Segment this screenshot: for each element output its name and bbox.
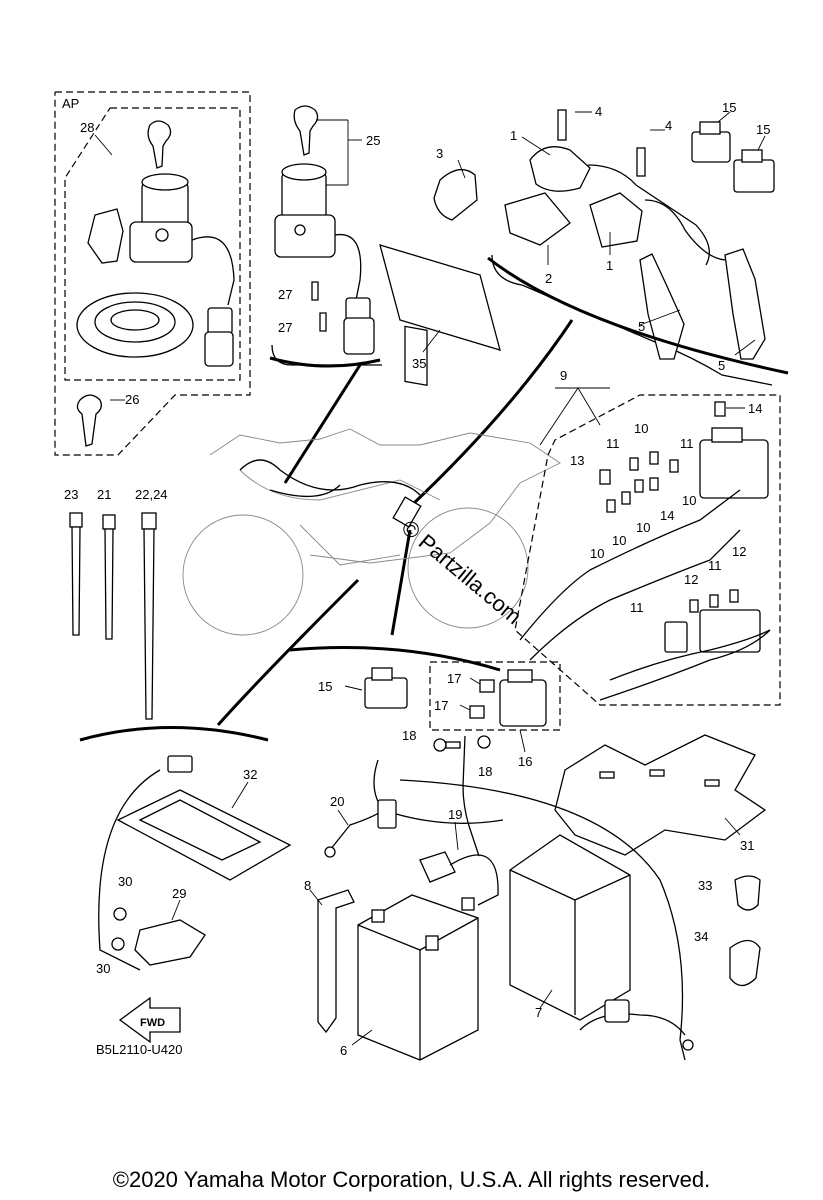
- battery-6: [351, 894, 479, 1061]
- ignition-coils-group: [433, 109, 773, 386]
- callout-31: 31: [740, 838, 754, 853]
- callout-7: 7: [535, 1005, 542, 1020]
- relays-15-top: [691, 111, 775, 193]
- harness-31: [554, 734, 767, 856]
- callout-16: 16: [518, 754, 532, 769]
- callout-23: 23: [64, 487, 78, 502]
- cable-bottom-right: [399, 779, 694, 1061]
- ignition-switch-25: [271, 105, 382, 366]
- callout-27b: 27: [278, 320, 292, 335]
- callout-20: 20: [330, 794, 344, 809]
- callout-18a: 18: [402, 728, 416, 743]
- sensor-29: [111, 899, 206, 966]
- lead-19: [419, 821, 499, 911]
- callout-11d: 11: [630, 600, 644, 615]
- drawing-code: B5L2110-U420: [96, 1042, 183, 1057]
- callout-28: 28: [80, 120, 94, 135]
- ap-inset: AP: [54, 91, 251, 456]
- callout-10c: 10: [636, 520, 650, 535]
- callout-10b: 10: [682, 493, 696, 508]
- callout-1a: 1: [510, 128, 517, 143]
- relay-box-16: [344, 661, 561, 753]
- callout-13: 13: [570, 453, 584, 468]
- callout-22-24: 22,24: [135, 487, 168, 502]
- lead-20: [324, 799, 397, 858]
- callout-11a: 11: [606, 436, 620, 451]
- callout-11b: 11: [680, 436, 694, 451]
- callout-4a: 4: [595, 104, 602, 119]
- callout-26: 26: [125, 392, 139, 407]
- inset-label: AP: [62, 96, 79, 111]
- callout-27a: 27: [278, 287, 292, 302]
- callout-29: 29: [172, 886, 186, 901]
- fuses-group: [519, 401, 771, 701]
- callout-6: 6: [340, 1043, 347, 1058]
- callout-5b: 5: [718, 358, 725, 373]
- battery-band-8: [309, 889, 355, 1034]
- battery-box-7: [509, 834, 631, 1021]
- motorcycle-outline: [182, 428, 561, 636]
- callout-15b: 15: [756, 122, 770, 137]
- callout-2: 2: [545, 271, 552, 286]
- callout-32: 32: [243, 767, 257, 782]
- callout-35: 35: [412, 356, 426, 371]
- callout-34: 34: [694, 929, 708, 944]
- callout-30a: 30: [118, 874, 132, 889]
- harness-box-9: [514, 387, 781, 706]
- callout-15a: 15: [722, 100, 736, 115]
- watermark: © Partzilla.com: [397, 515, 527, 629]
- callout-17b: 17: [434, 698, 448, 713]
- callout-12b: 12: [684, 572, 698, 587]
- parts-diagram: AP: [54, 91, 789, 1061]
- copyright-notice: ©2020 Yamaha Motor Corporation, U.S.A. A…: [112, 1167, 711, 1192]
- callout-12a: 12: [732, 544, 746, 559]
- fwd-label: FWD: [140, 1017, 165, 1029]
- group-arcs: [79, 256, 789, 742]
- callout-10d: 10: [612, 533, 626, 548]
- fwd-arrow: FWD: [118, 996, 181, 1044]
- callout-19: 19: [448, 807, 462, 822]
- callout-10e: 10: [590, 546, 604, 561]
- clamp-33: [734, 875, 761, 911]
- callout-8: 8: [304, 878, 311, 893]
- cable-ties: [69, 512, 157, 720]
- callout-17a: 17: [447, 671, 461, 686]
- callout-15c: 15: [318, 679, 332, 694]
- callout-11c: 11: [708, 558, 722, 573]
- bolts-18: [373, 735, 504, 857]
- callout-5a: 5: [638, 319, 645, 334]
- callout-33: 33: [698, 878, 712, 893]
- callout-30b: 30: [96, 961, 110, 976]
- callout-18b: 18: [478, 764, 492, 779]
- label-sheet-35: [379, 244, 501, 387]
- battery-cover-32: [98, 755, 292, 971]
- callout-25: 25: [366, 133, 380, 148]
- callout-4b: 4: [665, 118, 672, 133]
- callout-21: 21: [97, 487, 111, 502]
- key-set-28: [76, 120, 235, 447]
- callout-1b: 1: [606, 258, 613, 273]
- callout-3: 3: [436, 146, 443, 161]
- callout-14a: 14: [748, 401, 762, 416]
- callout-9: 9: [560, 368, 567, 383]
- clamp-34: [729, 939, 761, 987]
- callout-10a: 10: [634, 421, 648, 436]
- callout-14b: 14: [660, 508, 674, 523]
